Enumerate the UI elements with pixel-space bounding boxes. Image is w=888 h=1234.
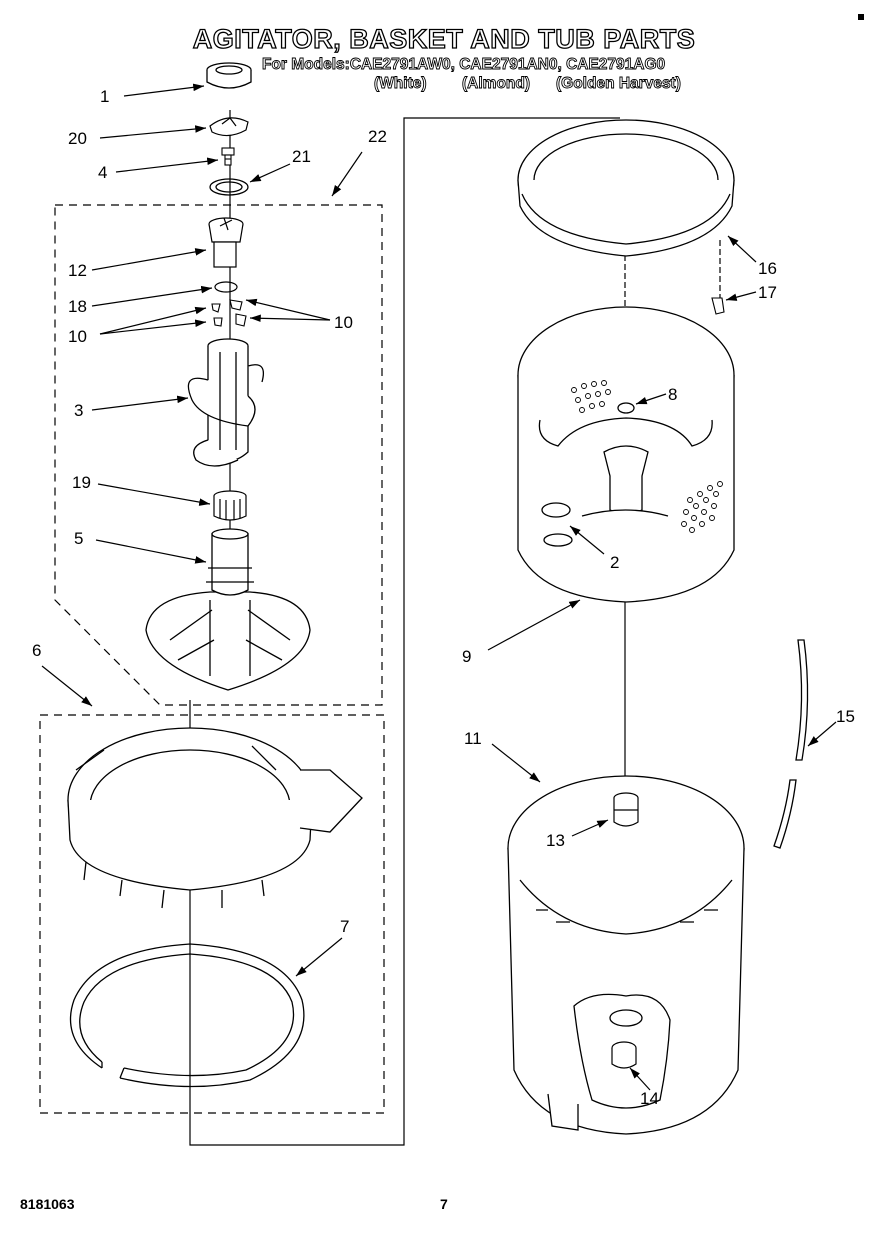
page-title: AGITATOR, BASKET AND TUB PARTS (192, 23, 696, 54)
callout-14: 14 (640, 1089, 659, 1108)
callout-20: 20 (68, 129, 87, 148)
variant-golden-harvest: (Golden Harvest) (556, 75, 682, 93)
callout-9: 9 (462, 647, 471, 666)
group-box-agitator (54, 204, 383, 706)
dogs (211, 299, 247, 327)
callout-4: 4 (98, 163, 107, 182)
bearing (213, 490, 247, 521)
variant-almond: (Almond) (462, 75, 531, 93)
drive-bearing (613, 792, 639, 827)
callout-7: 7 (340, 917, 349, 936)
callout-21: 21 (292, 147, 311, 166)
callout-22: 22 (368, 127, 387, 146)
group-box-splash-ring (39, 714, 385, 1114)
model-list: For Models:CAE2791AW0, CAE2791AN0, CAE27… (262, 56, 666, 74)
callout-17: 17 (758, 283, 777, 302)
callout-12: 12 (68, 261, 87, 280)
document-number: 8181063 (20, 1196, 75, 1212)
balance-ring (517, 119, 735, 257)
callout-11: 11 (464, 729, 482, 748)
callout-19: 19 (72, 473, 91, 492)
bolt (221, 147, 235, 166)
callout-leader-lines (41, 83, 837, 1091)
callout-1: 1 (100, 87, 109, 106)
agitator-cap (206, 62, 252, 89)
tub-seal-strip (773, 639, 809, 849)
callout-16: 16 (758, 259, 777, 278)
callout-10-left: 10 (68, 327, 87, 346)
callout-2: 2 (610, 553, 619, 572)
ring-clip (711, 297, 725, 315)
agitator-base (145, 528, 311, 691)
tub-ring (67, 727, 363, 909)
callout-5: 5 (74, 529, 83, 548)
callout-6: 6 (32, 641, 41, 660)
tub-outlet (611, 1041, 637, 1069)
callout-10-right: 10 (334, 313, 353, 332)
page-number: 7 (440, 1196, 448, 1212)
callout-8: 8 (668, 385, 677, 404)
clamp-ring (69, 943, 305, 1088)
outer-tub (507, 775, 745, 1135)
corner-mark (858, 14, 864, 20)
basket-holes (571, 380, 723, 533)
gasket-ring (209, 178, 249, 196)
callout-15: 15 (836, 707, 855, 726)
cap-seal (209, 117, 249, 137)
o-ring (214, 281, 238, 293)
variant-white: (White) (374, 75, 427, 93)
callout-3: 3 (74, 401, 83, 420)
callout-18: 18 (68, 297, 87, 316)
basket (517, 306, 735, 603)
cam (208, 217, 244, 268)
callout-13: 13 (546, 831, 565, 850)
callout-labels: 1 20 4 21 22 12 18 10 10 3 19 5 6 7 16 1… (32, 87, 855, 1108)
agitator-barrel (187, 338, 265, 467)
